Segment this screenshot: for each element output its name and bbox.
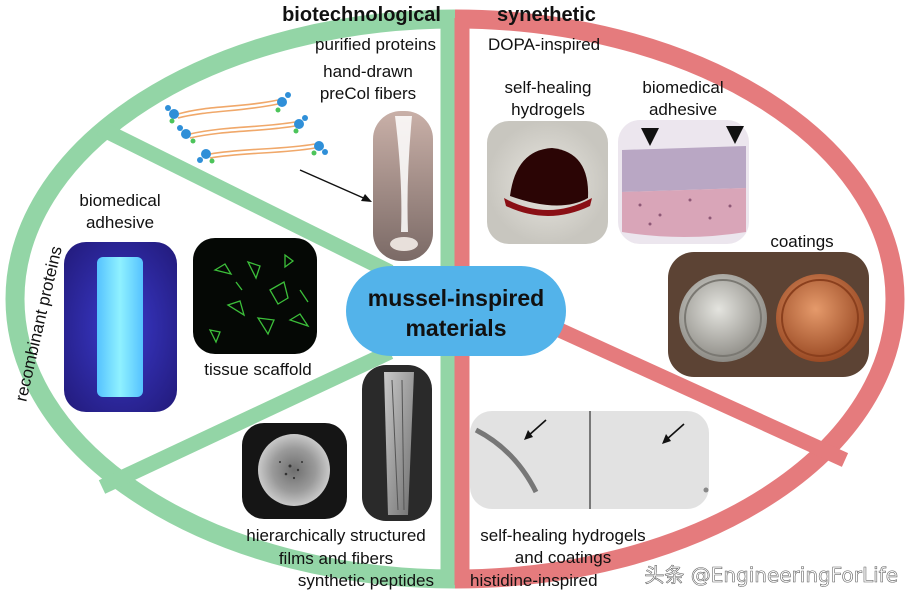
spoke-right <box>516 305 849 467</box>
precol-fiber-photo <box>373 111 433 261</box>
bio-adhesive-uv-photo <box>64 242 177 412</box>
self-healing-coating-photo <box>470 411 709 509</box>
arrow-to-fiber <box>299 169 369 201</box>
self-healing-hydrogel-photo <box>487 121 608 244</box>
precol-label-line1: hand-drawn <box>323 62 413 81</box>
bio-adhesive-right-line1: biomedical <box>642 78 723 97</box>
ring-label-histidine-inspired: histidine-inspired <box>470 571 598 590</box>
center-title-line1: mussel-inspired <box>368 285 544 311</box>
right-ring-half <box>454 9 905 589</box>
coated-coins-photo <box>668 252 869 377</box>
spoke-bottom-left <box>98 345 394 494</box>
center-pill <box>346 266 566 356</box>
bio-adhesive-left-line1: biomedical <box>79 191 160 210</box>
tissue-scaffold-label: tissue scaffold <box>204 360 311 379</box>
film-sem-photo <box>242 423 347 519</box>
arrow-head-fiber <box>361 194 372 202</box>
watermark-text: 头条 @EngineeringForLife <box>644 563 898 587</box>
precol-label-line2: preCol fibers <box>320 84 416 103</box>
bio-adhesive-left-line2: adhesive <box>86 213 154 232</box>
films-label-line1: hierarchically structured <box>246 526 426 545</box>
left-ring-half <box>5 9 456 589</box>
spoke-top-left <box>96 121 394 279</box>
collagen-fiber-illustration <box>165 92 328 164</box>
self-healing-bottom-line2: and coatings <box>515 548 611 567</box>
fiber-sem-photo <box>362 365 432 521</box>
films-label-line2: films and fibers <box>279 549 393 568</box>
bio-adhesive-tissue-photo <box>618 120 749 244</box>
ring-label-dopa-inspired: DOPA-inspired <box>488 35 600 54</box>
header-synthetic: synethetic <box>497 4 596 26</box>
ring-label-purified-proteins: purified proteins <box>315 35 436 54</box>
bio-adhesive-right-line2: adhesive <box>649 100 717 119</box>
self-healing-top-line2: hydrogels <box>511 100 585 119</box>
center-title-line2: materials <box>405 315 506 341</box>
tissue-scaffold-photo <box>193 238 317 354</box>
coatings-label: coatings <box>770 232 833 251</box>
self-healing-bottom-line1: self-healing hydrogels <box>480 526 645 545</box>
ring-label-synthetic-peptides: synthetic peptides <box>298 571 434 590</box>
self-healing-top-line1: self-healing <box>505 78 592 97</box>
header-biotechnological: biotechnological <box>282 4 441 26</box>
